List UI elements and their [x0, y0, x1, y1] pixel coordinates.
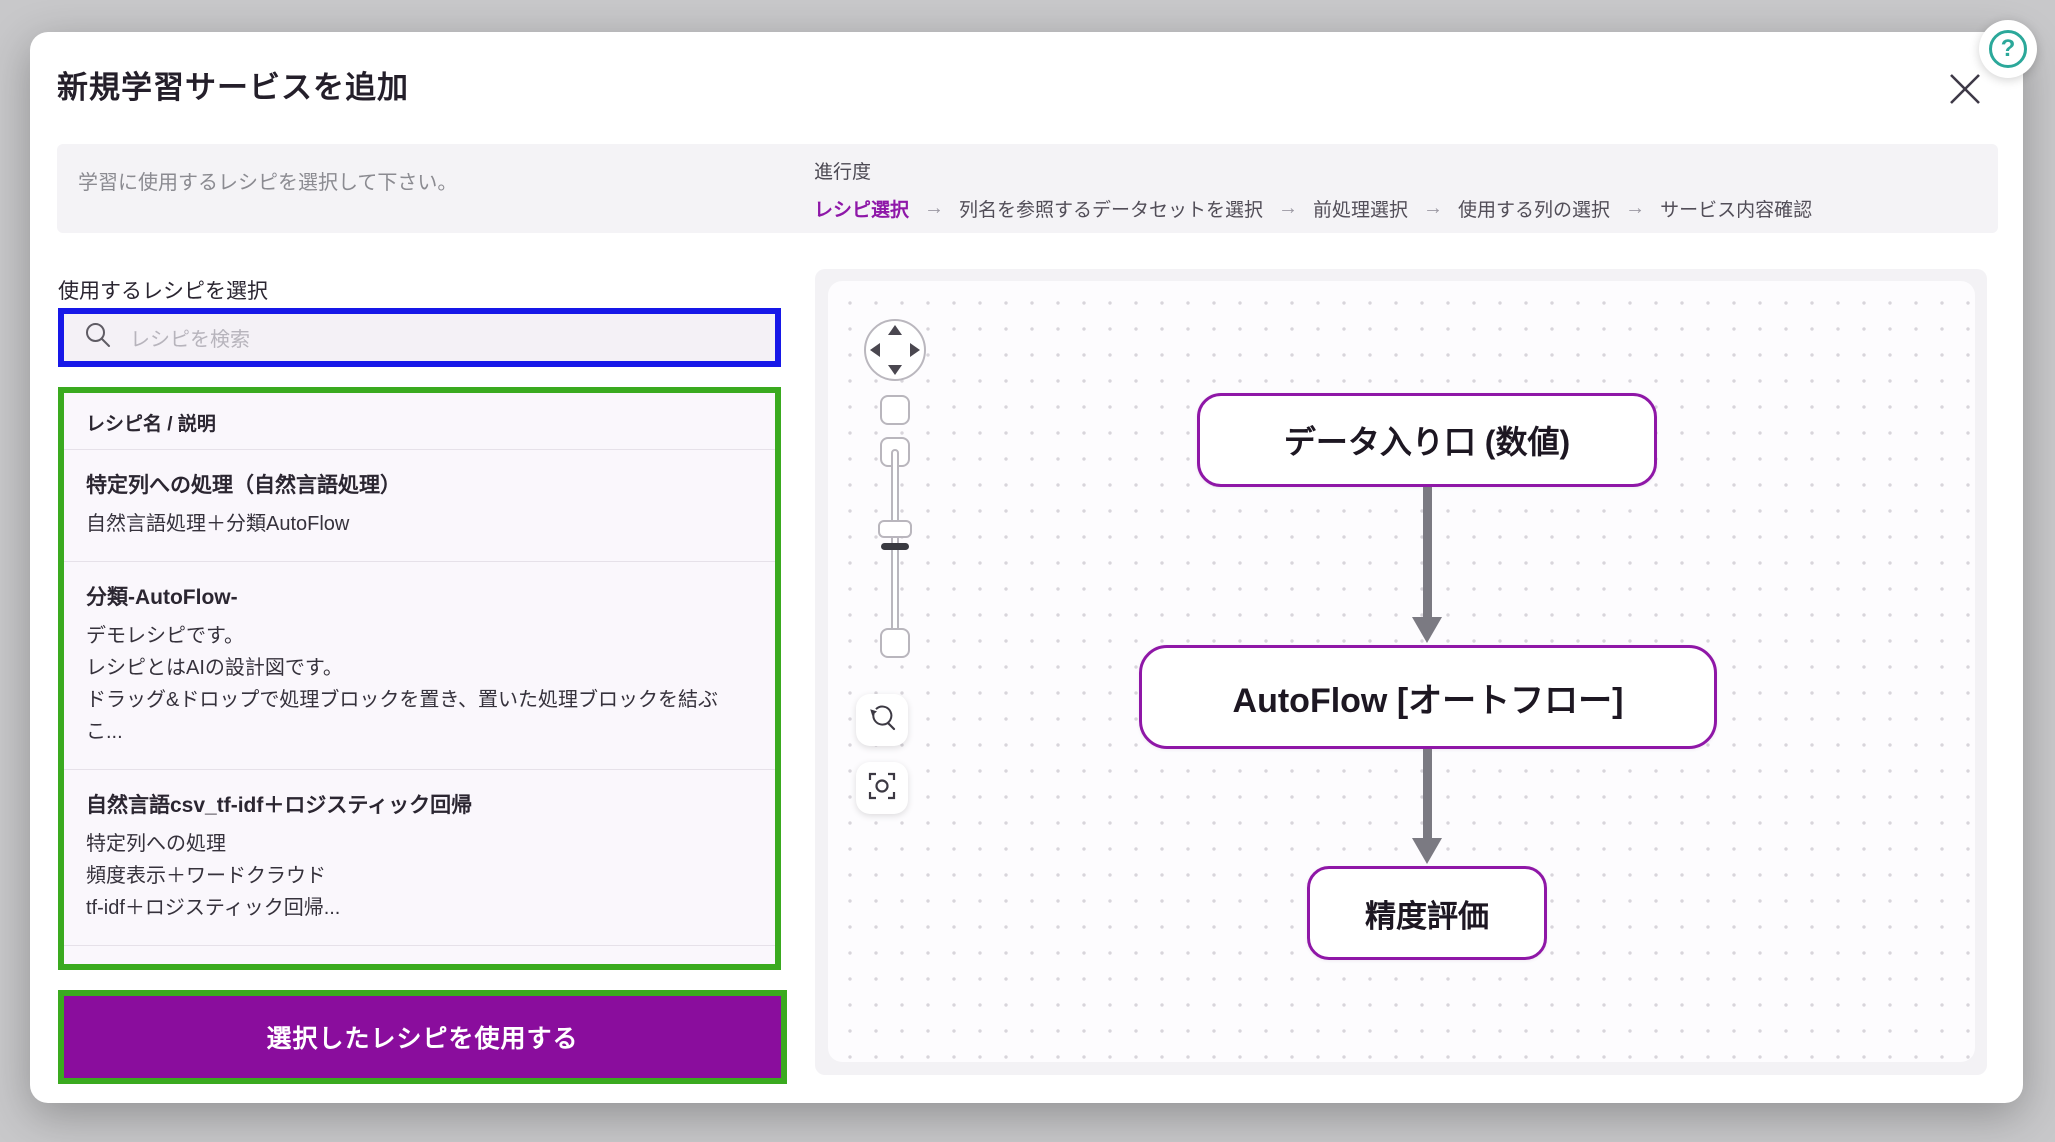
flow-arrow	[1423, 749, 1432, 838]
progress-step-recipe: レシピ選択	[814, 195, 909, 222]
fit-to-view-icon	[866, 770, 898, 807]
recipe-title: 自然言語csv_tf-idf＋ロジスティック回帰	[86, 789, 753, 819]
search-icon	[84, 321, 112, 354]
reset-zoom-icon	[866, 702, 898, 739]
flow-canvas[interactable]: データ入り口 (数値) AutoFlow [オートフロー] 精度評価	[828, 281, 1975, 1062]
zoom-slider-handle[interactable]	[878, 520, 912, 538]
recipe-description: tf-idf＋ロジスティック回帰...	[86, 892, 753, 924]
help-button[interactable]: ?	[1979, 20, 2037, 78]
pan-arrows-icon	[862, 370, 928, 387]
progress-steps: レシピ選択 → 列名を参照するデータセットを選択 → 前処理選択 → 使用する列…	[814, 195, 1812, 222]
pan-control[interactable]	[862, 317, 928, 383]
close-button[interactable]	[1942, 66, 1988, 112]
instruction-text: 学習に使用するレシピを選択して下さい。	[78, 166, 457, 195]
step-arrow-icon: →	[1278, 197, 1298, 220]
flow-arrow	[1423, 487, 1432, 617]
progress-step-dataset: 列名を参照するデータセットを選択	[959, 195, 1263, 222]
help-icon: ?	[1989, 30, 2027, 68]
search-placeholder: レシピを検索	[130, 323, 250, 352]
step-arrow-icon: →	[924, 197, 944, 220]
recipe-title: 分類-AutoFlow-	[86, 581, 753, 611]
add-learning-service-dialog: 新規学習サービスを追加 学習に使用するレシピを選択して下さい。 進行度 レシピ選…	[30, 32, 2023, 1103]
fit-to-view-button[interactable]	[856, 762, 908, 814]
flow-node-accuracy-eval[interactable]: 精度評価	[1307, 866, 1547, 960]
zoom-step-button[interactable]	[880, 395, 910, 425]
recipe-item-regression-autoflow[interactable]: 回帰-AutoFlow-	[64, 946, 775, 970]
recipe-description: デモレシピです。	[86, 620, 753, 652]
recipe-preview-panel: データ入り口 (数値) AutoFlow [オートフロー] 精度評価	[815, 269, 1987, 1075]
flow-arrowhead-icon	[1412, 617, 1442, 643]
progress-indicator: 進行度 レシピ選択 → 列名を参照するデータセットを選択 → 前処理選択 → 使…	[814, 157, 1812, 222]
dialog-title: 新規学習サービスを追加	[57, 62, 409, 107]
recipe-section-label: 使用するレシピを選択	[58, 275, 268, 305]
recipe-item-tfidf-logistic[interactable]: 自然言語csv_tf-idf＋ロジスティック回帰 特定列への処理 頻度表示＋ワー…	[64, 770, 775, 946]
recipe-description: レシピとはAIの設計図です。	[86, 652, 753, 684]
recipe-list: レシピ名 / 説明 特定列への処理（自然言語処理） 自然言語処理＋分類AutoF…	[58, 387, 781, 970]
recipe-description: 自然言語処理＋分類AutoFlow	[86, 508, 753, 540]
reset-zoom-button[interactable]	[856, 694, 908, 746]
recipe-item-classification-autoflow[interactable]: 分類-AutoFlow- デモレシピです。 レシピとはAIの設計図です。 ドラッ…	[64, 562, 775, 770]
recipe-description: ドラッグ&ドロップで処理ブロックを置き、置いた処理ブロックを結ぶこ...	[86, 684, 753, 748]
recipe-description: 頻度表示＋ワードクラウド	[86, 860, 753, 892]
recipe-title: 特定列への処理（自然言語処理）	[86, 469, 753, 499]
flow-arrowhead-icon	[1412, 838, 1442, 864]
recipe-item-nlp-column[interactable]: 特定列への処理（自然言語処理） 自然言語処理＋分類AutoFlow	[64, 450, 775, 562]
step-arrow-icon: →	[1423, 197, 1443, 220]
progress-step-columns: 使用する列の選択	[1458, 195, 1610, 222]
zoom-slider-bottom-button[interactable]	[880, 628, 910, 658]
progress-label: 進行度	[814, 157, 1812, 184]
progress-step-confirm: サービス内容確認	[1660, 195, 1812, 222]
recipe-title: 回帰-AutoFlow-	[86, 965, 753, 970]
info-bar: 学習に使用するレシピを選択して下さい。 進行度 レシピ選択 → 列名を参照するデ…	[57, 144, 1998, 233]
recipe-description: 特定列への処理	[86, 828, 753, 860]
recipe-search-input[interactable]: レシピを検索	[58, 308, 781, 367]
flow-node-autoflow[interactable]: AutoFlow [オートフロー]	[1139, 645, 1717, 749]
close-icon	[1942, 99, 1988, 116]
step-arrow-icon: →	[1625, 197, 1645, 220]
flow-node-data-input[interactable]: データ入り口 (数値)	[1197, 393, 1657, 487]
progress-step-preprocess: 前処理選択	[1313, 195, 1408, 222]
use-selected-recipe-button[interactable]: 選択したレシピを使用する	[58, 990, 787, 1084]
recipe-list-header: レシピ名 / 説明	[64, 393, 775, 450]
zoom-level-marker	[881, 543, 909, 550]
